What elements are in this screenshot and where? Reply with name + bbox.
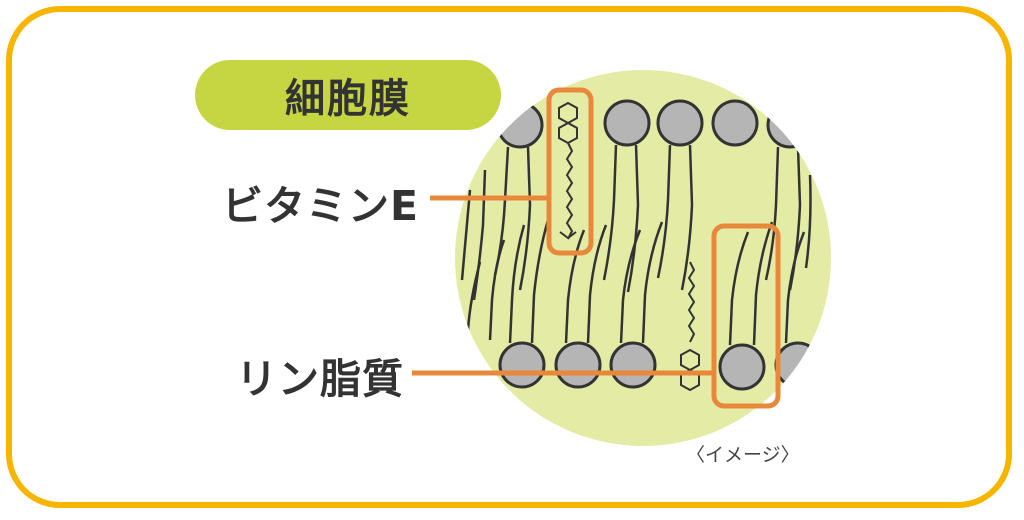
phospholipid-head [766,101,814,149]
phospholipid-head [496,101,544,149]
title-badge: 細胞膜 [195,60,501,130]
title-text: 細胞膜 [285,76,411,122]
vitamin-e-highlight-box [546,87,594,256]
phospholipid-highlight-box [711,223,781,409]
phospholipid-head [718,343,766,391]
phospholipid-head [609,341,657,389]
phospholipid-head [774,341,822,389]
phospholipid-label: リン脂質 [236,355,404,403]
phospholipid-head [603,99,651,147]
phospholipid-head [656,99,704,147]
phospholipid-head [711,99,759,147]
phospholipid-head [498,341,546,389]
vitamin-e-label: ビタミンE [222,182,420,230]
lower-tails [466,219,806,346]
vitamin-e-molecule [558,101,578,240]
phospholipid-head [554,341,602,389]
image-note: 〈イメージ〉 [686,444,800,466]
